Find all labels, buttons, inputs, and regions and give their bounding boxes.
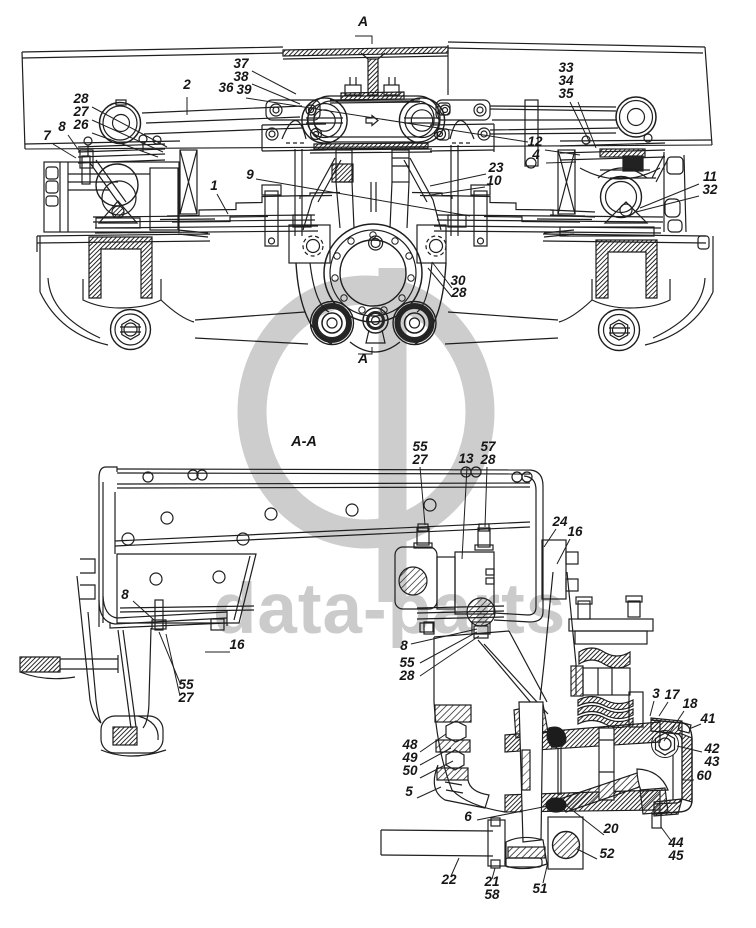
svg-text:34: 34 [558, 73, 574, 88]
svg-text:50: 50 [402, 763, 418, 778]
svg-text:28: 28 [450, 285, 467, 300]
svg-text:41: 41 [699, 711, 715, 726]
svg-text:8: 8 [58, 119, 66, 134]
svg-text:28: 28 [398, 668, 415, 683]
svg-text:28: 28 [479, 452, 496, 467]
svg-text:55: 55 [412, 439, 428, 454]
svg-text:49: 49 [401, 750, 418, 765]
svg-text:42: 42 [703, 741, 720, 756]
svg-text:32: 32 [702, 182, 718, 197]
svg-text:48: 48 [401, 737, 418, 752]
svg-text:26: 26 [72, 117, 89, 132]
svg-text:43: 43 [703, 754, 720, 769]
svg-text:24: 24 [551, 514, 568, 529]
svg-text:57: 57 [480, 439, 497, 454]
svg-text:18: 18 [682, 696, 698, 711]
svg-text:A: A [357, 350, 368, 366]
svg-text:9: 9 [246, 167, 254, 182]
svg-text:55: 55 [399, 655, 415, 670]
svg-text:3: 3 [652, 686, 660, 701]
svg-text:35: 35 [558, 86, 574, 101]
svg-text:data-parts: data-parts [213, 570, 566, 649]
svg-text:27: 27 [177, 690, 195, 705]
svg-text:A-A: A-A [290, 434, 317, 450]
svg-text:37: 37 [233, 56, 250, 71]
svg-text:17: 17 [664, 687, 681, 702]
svg-text:13: 13 [458, 451, 474, 466]
svg-text:30: 30 [450, 273, 466, 288]
svg-text:6: 6 [464, 809, 472, 824]
svg-text:38: 38 [233, 69, 249, 84]
svg-text:21: 21 [483, 874, 499, 889]
svg-text:22: 22 [440, 872, 457, 887]
svg-text:55: 55 [178, 677, 194, 692]
svg-text:45: 45 [667, 848, 684, 863]
svg-text:33: 33 [558, 60, 574, 75]
svg-text:23: 23 [487, 160, 504, 175]
svg-text:12: 12 [527, 134, 543, 149]
svg-text:39: 39 [236, 82, 252, 97]
svg-text:36: 36 [218, 80, 234, 95]
svg-text:A: A [357, 13, 368, 29]
svg-text:60: 60 [696, 768, 712, 783]
svg-text:16: 16 [229, 637, 245, 652]
svg-text:7: 7 [43, 128, 52, 143]
svg-text:58: 58 [484, 887, 500, 902]
svg-text:27: 27 [411, 452, 429, 467]
svg-text:8: 8 [121, 587, 129, 602]
svg-text:52: 52 [599, 846, 615, 861]
svg-text:2: 2 [182, 77, 191, 92]
svg-text:20: 20 [602, 821, 619, 836]
svg-text:11: 11 [703, 169, 717, 184]
svg-text:4: 4 [531, 147, 540, 162]
svg-text:28: 28 [72, 91, 89, 106]
svg-text:1: 1 [210, 178, 218, 193]
svg-text:10: 10 [486, 173, 502, 188]
svg-text:44: 44 [667, 835, 684, 850]
svg-text:8: 8 [400, 638, 408, 653]
svg-text:16: 16 [567, 524, 583, 539]
svg-text:27: 27 [72, 104, 90, 119]
svg-text:5: 5 [405, 784, 413, 799]
svg-text:51: 51 [532, 881, 547, 896]
